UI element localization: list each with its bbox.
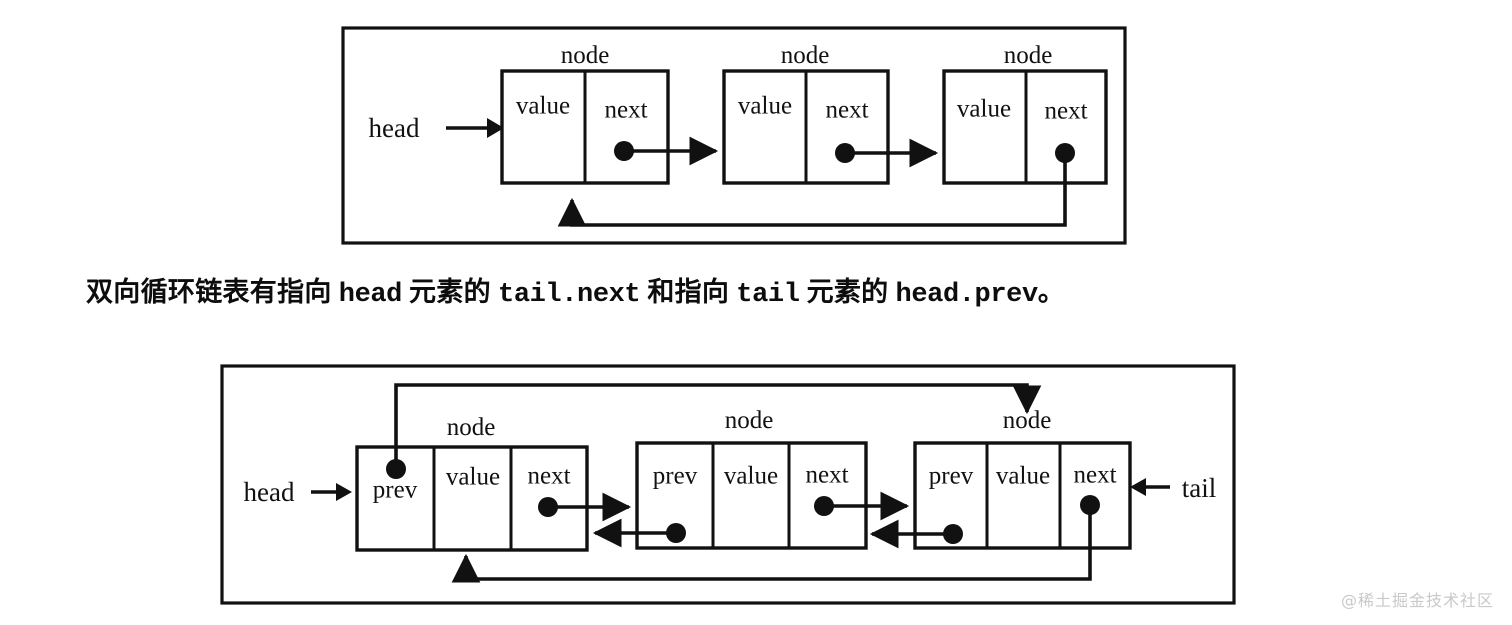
top-node-1-caption: node (781, 42, 830, 69)
top-head-label: head (369, 113, 420, 143)
caption-seg-9: 。 (1037, 277, 1066, 308)
caption-seg-6: tail (736, 280, 800, 310)
top-node-2: node value next (942, 42, 1108, 185)
bottom-node-0-caption: node (447, 414, 496, 441)
top-link-2-to-0-wrap (557, 153, 1067, 227)
bottom-node-2: node prev value next (913, 407, 1132, 550)
top-head-arrow-icon (446, 118, 504, 138)
bottom-node-1: node prev value next (635, 407, 868, 550)
bottom-node-2-cell-next: next (1073, 462, 1116, 489)
bottom-link-0-prev-to-2-wrap (394, 383, 1042, 469)
bottom-diagram-group: head tail node prev value next (220, 364, 1236, 605)
caption-seg-1: 双向循环链表有指向 (86, 277, 332, 308)
caption-text: 双向循环链表有指向 head 元素的 tail.next 和指向 tail 元素… (86, 276, 1426, 313)
top-node-0-caption: node (561, 42, 610, 69)
bottom-link-2-next-to-0-wrap (451, 505, 1092, 583)
bottom-node-1-cell-next: next (805, 462, 848, 489)
top-node-0-cell-next: next (604, 97, 647, 124)
bottom-node-2-cell-prev: prev (929, 463, 974, 490)
top-node-0-cell-value: value (516, 93, 570, 120)
bottom-head-label: head (244, 477, 295, 507)
bottom-head-arrow-icon (311, 483, 352, 501)
bottom-node-0-cell-next: next (527, 463, 570, 490)
caption-seg-4: tail.next (498, 280, 641, 310)
bottom-node-2-cell-value: value (996, 463, 1050, 490)
top-node-1-cell-value: value (738, 93, 792, 120)
caption-seg-8: head.prev (895, 280, 1039, 310)
watermark-label: @稀土掘金技术社区 (1340, 591, 1494, 610)
top-node-0: node value next (500, 42, 670, 185)
top-node-2-cell-next: next (1044, 98, 1087, 125)
bottom-node-1-cell-prev: prev (653, 463, 698, 490)
bottom-diagram-frame (220, 364, 1236, 605)
bottom-tail-label: tail (1182, 473, 1217, 503)
bottom-node-0: node prev value next (355, 414, 589, 552)
caption-seg-5: 和指向 (647, 277, 730, 308)
bottom-node-1-cell-value: value (724, 463, 778, 490)
top-diagram-group: head node value next node value next (341, 26, 1127, 245)
top-diagram-frame (341, 26, 1127, 245)
caption-seg-2: head (338, 280, 403, 310)
top-node-1: node value next (722, 42, 890, 185)
caption-seg-7: 元素的 (806, 277, 889, 308)
top-node-2-cell-value: value (957, 96, 1011, 123)
top-node-1-cell-next: next (825, 97, 868, 124)
caption-seg-3: 元素的 (409, 277, 491, 308)
bottom-node-1-caption: node (725, 407, 774, 434)
bottom-node-0-cell-value: value (446, 464, 500, 491)
bottom-node-0-cell-prev: prev (373, 477, 418, 504)
bottom-tail-arrow-icon (1130, 478, 1170, 496)
top-node-2-caption: node (1004, 42, 1053, 69)
